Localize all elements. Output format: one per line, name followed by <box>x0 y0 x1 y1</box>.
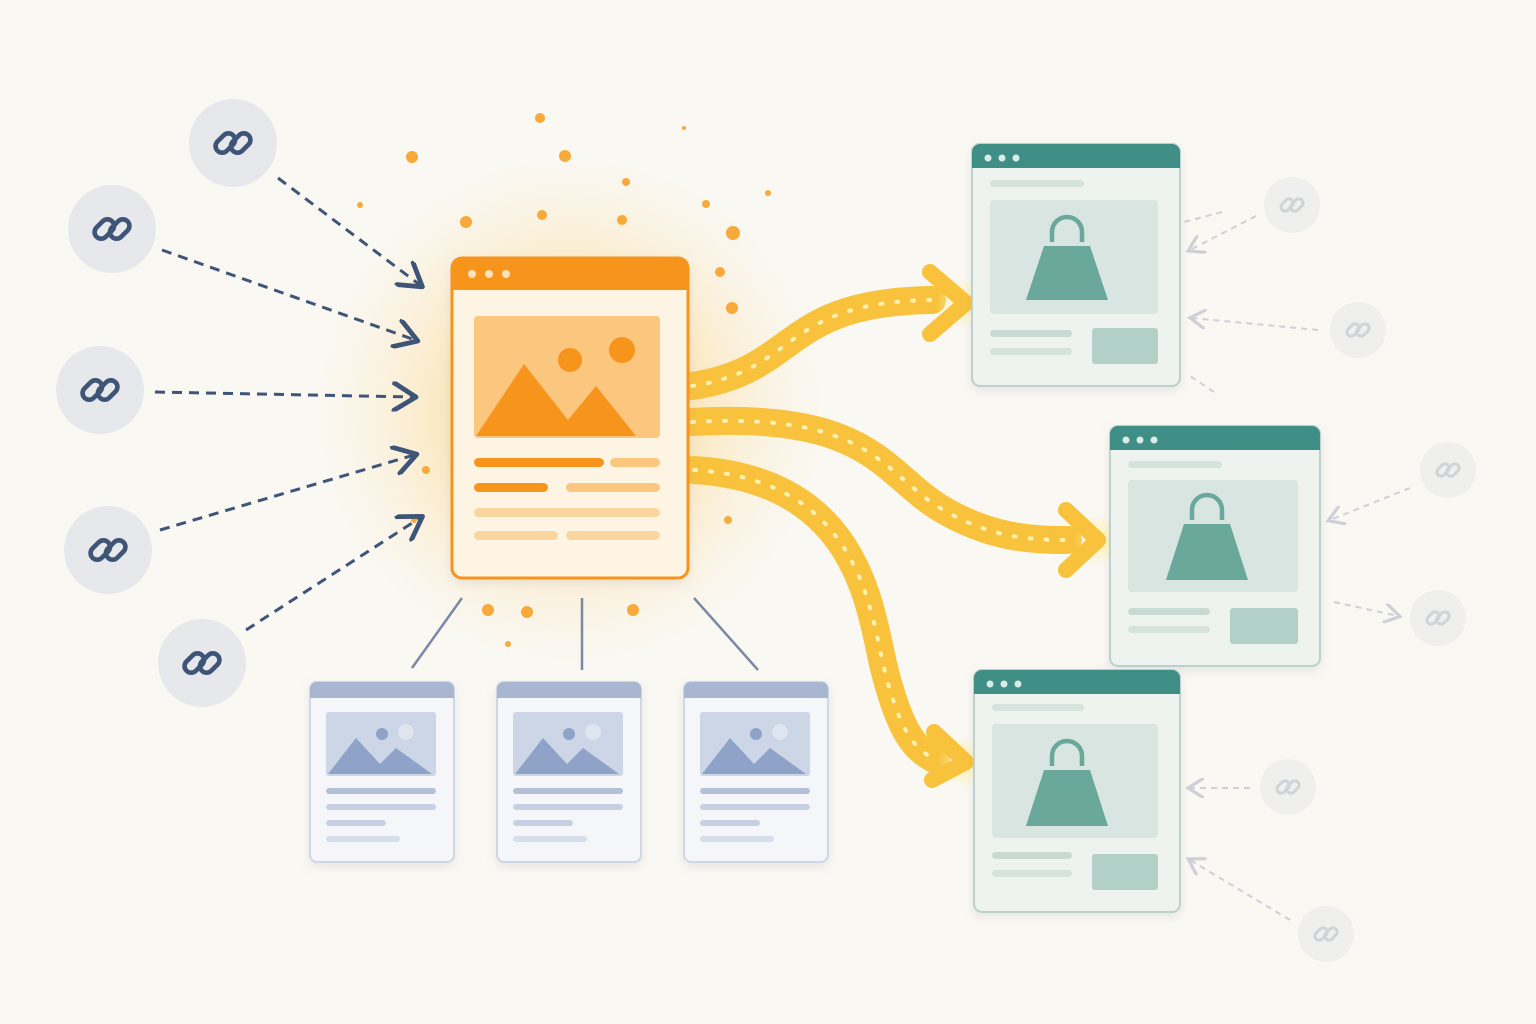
inbound-link-3 <box>56 346 413 434</box>
inbound-arrow <box>277 176 420 285</box>
shopping-bag-icon <box>1166 492 1248 580</box>
inbound-links <box>56 99 420 707</box>
subpage-1 <box>309 681 455 863</box>
inbound-arrow <box>245 518 420 632</box>
hub-window-dots <box>468 270 510 278</box>
faint-links <box>1183 177 1476 962</box>
faint-link <box>1333 590 1466 646</box>
subpage-connectors <box>410 597 759 671</box>
subpages <box>309 681 829 863</box>
inbound-link-2 <box>68 185 415 340</box>
faint-link <box>1190 302 1386 393</box>
sparkle-dots <box>357 113 771 647</box>
subpage-3 <box>683 681 829 863</box>
hub-page <box>450 256 690 580</box>
product-page-2 <box>1109 425 1321 667</box>
shopping-bag-icon <box>1026 214 1108 300</box>
faint-link <box>1183 177 1320 250</box>
shopping-bag-icon <box>1026 738 1108 826</box>
faint-link <box>1330 442 1476 520</box>
product-pages <box>971 143 1321 913</box>
inbound-link-5 <box>158 518 420 707</box>
inbound-link-4 <box>64 455 414 594</box>
product-page-1 <box>971 143 1181 387</box>
flow-arrow-top <box>678 264 988 400</box>
hub-titlebar <box>452 258 688 290</box>
faint-link <box>1190 759 1316 815</box>
inbound-link-1 <box>189 99 420 285</box>
inbound-arrow <box>154 392 413 397</box>
inbound-arrow <box>161 248 415 340</box>
faint-link <box>1190 860 1354 962</box>
subpage-2 <box>496 681 642 863</box>
product-page-3 <box>973 669 1181 913</box>
